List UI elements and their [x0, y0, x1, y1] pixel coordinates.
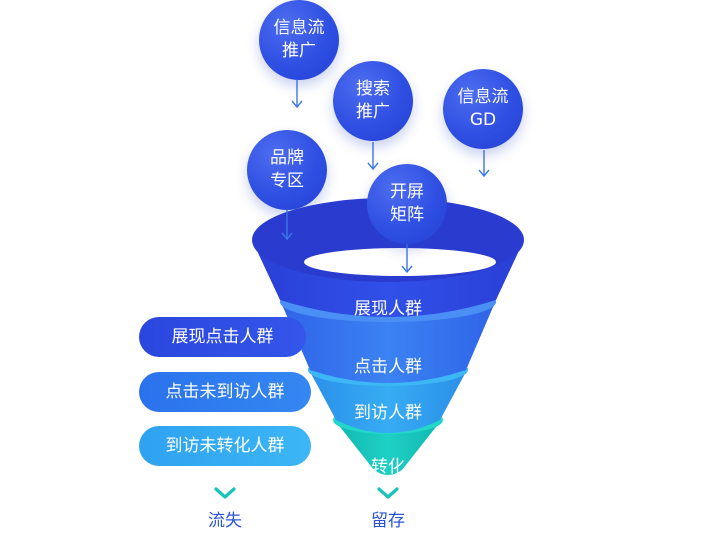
outcome-retained-label: 留存	[371, 511, 405, 531]
arrow-splash-matrix-head	[401, 265, 413, 274]
source-feed-ads-line1: 信息流	[273, 18, 325, 38]
funnel-stage-conversion	[333, 418, 443, 475]
source-bubble-brand-zone: 品牌 专区	[247, 130, 327, 210]
source-bubble-splash-matrix: 开屏 矩阵	[367, 164, 447, 244]
source-search-ads-line2: 推广	[356, 102, 390, 122]
funnel-stage-visitors	[308, 368, 468, 433]
funnel-label-clickers: 点击人群	[354, 357, 422, 377]
arrow-brand-zone-head	[281, 232, 293, 241]
chevron-down-icon-lost	[214, 487, 236, 499]
funnel-stage-clickers	[280, 300, 496, 383]
source-search-ads-line1: 搜索	[356, 79, 390, 99]
lost-segment-click-no-visit: 点击未到访人群	[139, 372, 311, 412]
source-bubble-search-ads: 搜索 推广	[333, 61, 413, 141]
source-feed-gd-line1: 信息流	[457, 87, 509, 107]
lost-segment-impression-click: 展现点击人群	[139, 317, 306, 357]
funnel-label-conversion: 转化	[371, 457, 405, 477]
source-splash-matrix-line1: 开屏	[390, 182, 424, 202]
source-splash-matrix-line2: 矩阵	[390, 205, 424, 225]
arrow-feed-ads-head	[291, 100, 303, 109]
source-feed-gd-line2: GD	[469, 110, 497, 130]
arrow-feed-gd-head	[478, 169, 490, 178]
lost-segment-visit-no-conversion: 到访未转化人群	[139, 426, 311, 466]
source-bubble-feed-ads: 信息流 推广	[259, 0, 339, 80]
arrow-search-ads-head	[367, 162, 379, 171]
chevron-down-icon-retained	[377, 487, 399, 499]
source-bubble-feed-gd: 信息流 GD	[443, 69, 523, 149]
outcome-lost-label: 流失	[208, 511, 242, 531]
funnel-label-visitors: 到访人群	[354, 403, 422, 423]
funnel-opening	[304, 248, 496, 276]
source-brand-zone-line2: 专区	[270, 171, 304, 191]
funnel-label-impressions: 展现人群	[354, 299, 422, 319]
source-feed-ads-line2: 推广	[282, 41, 316, 61]
source-brand-zone-line1: 品牌	[270, 148, 304, 168]
